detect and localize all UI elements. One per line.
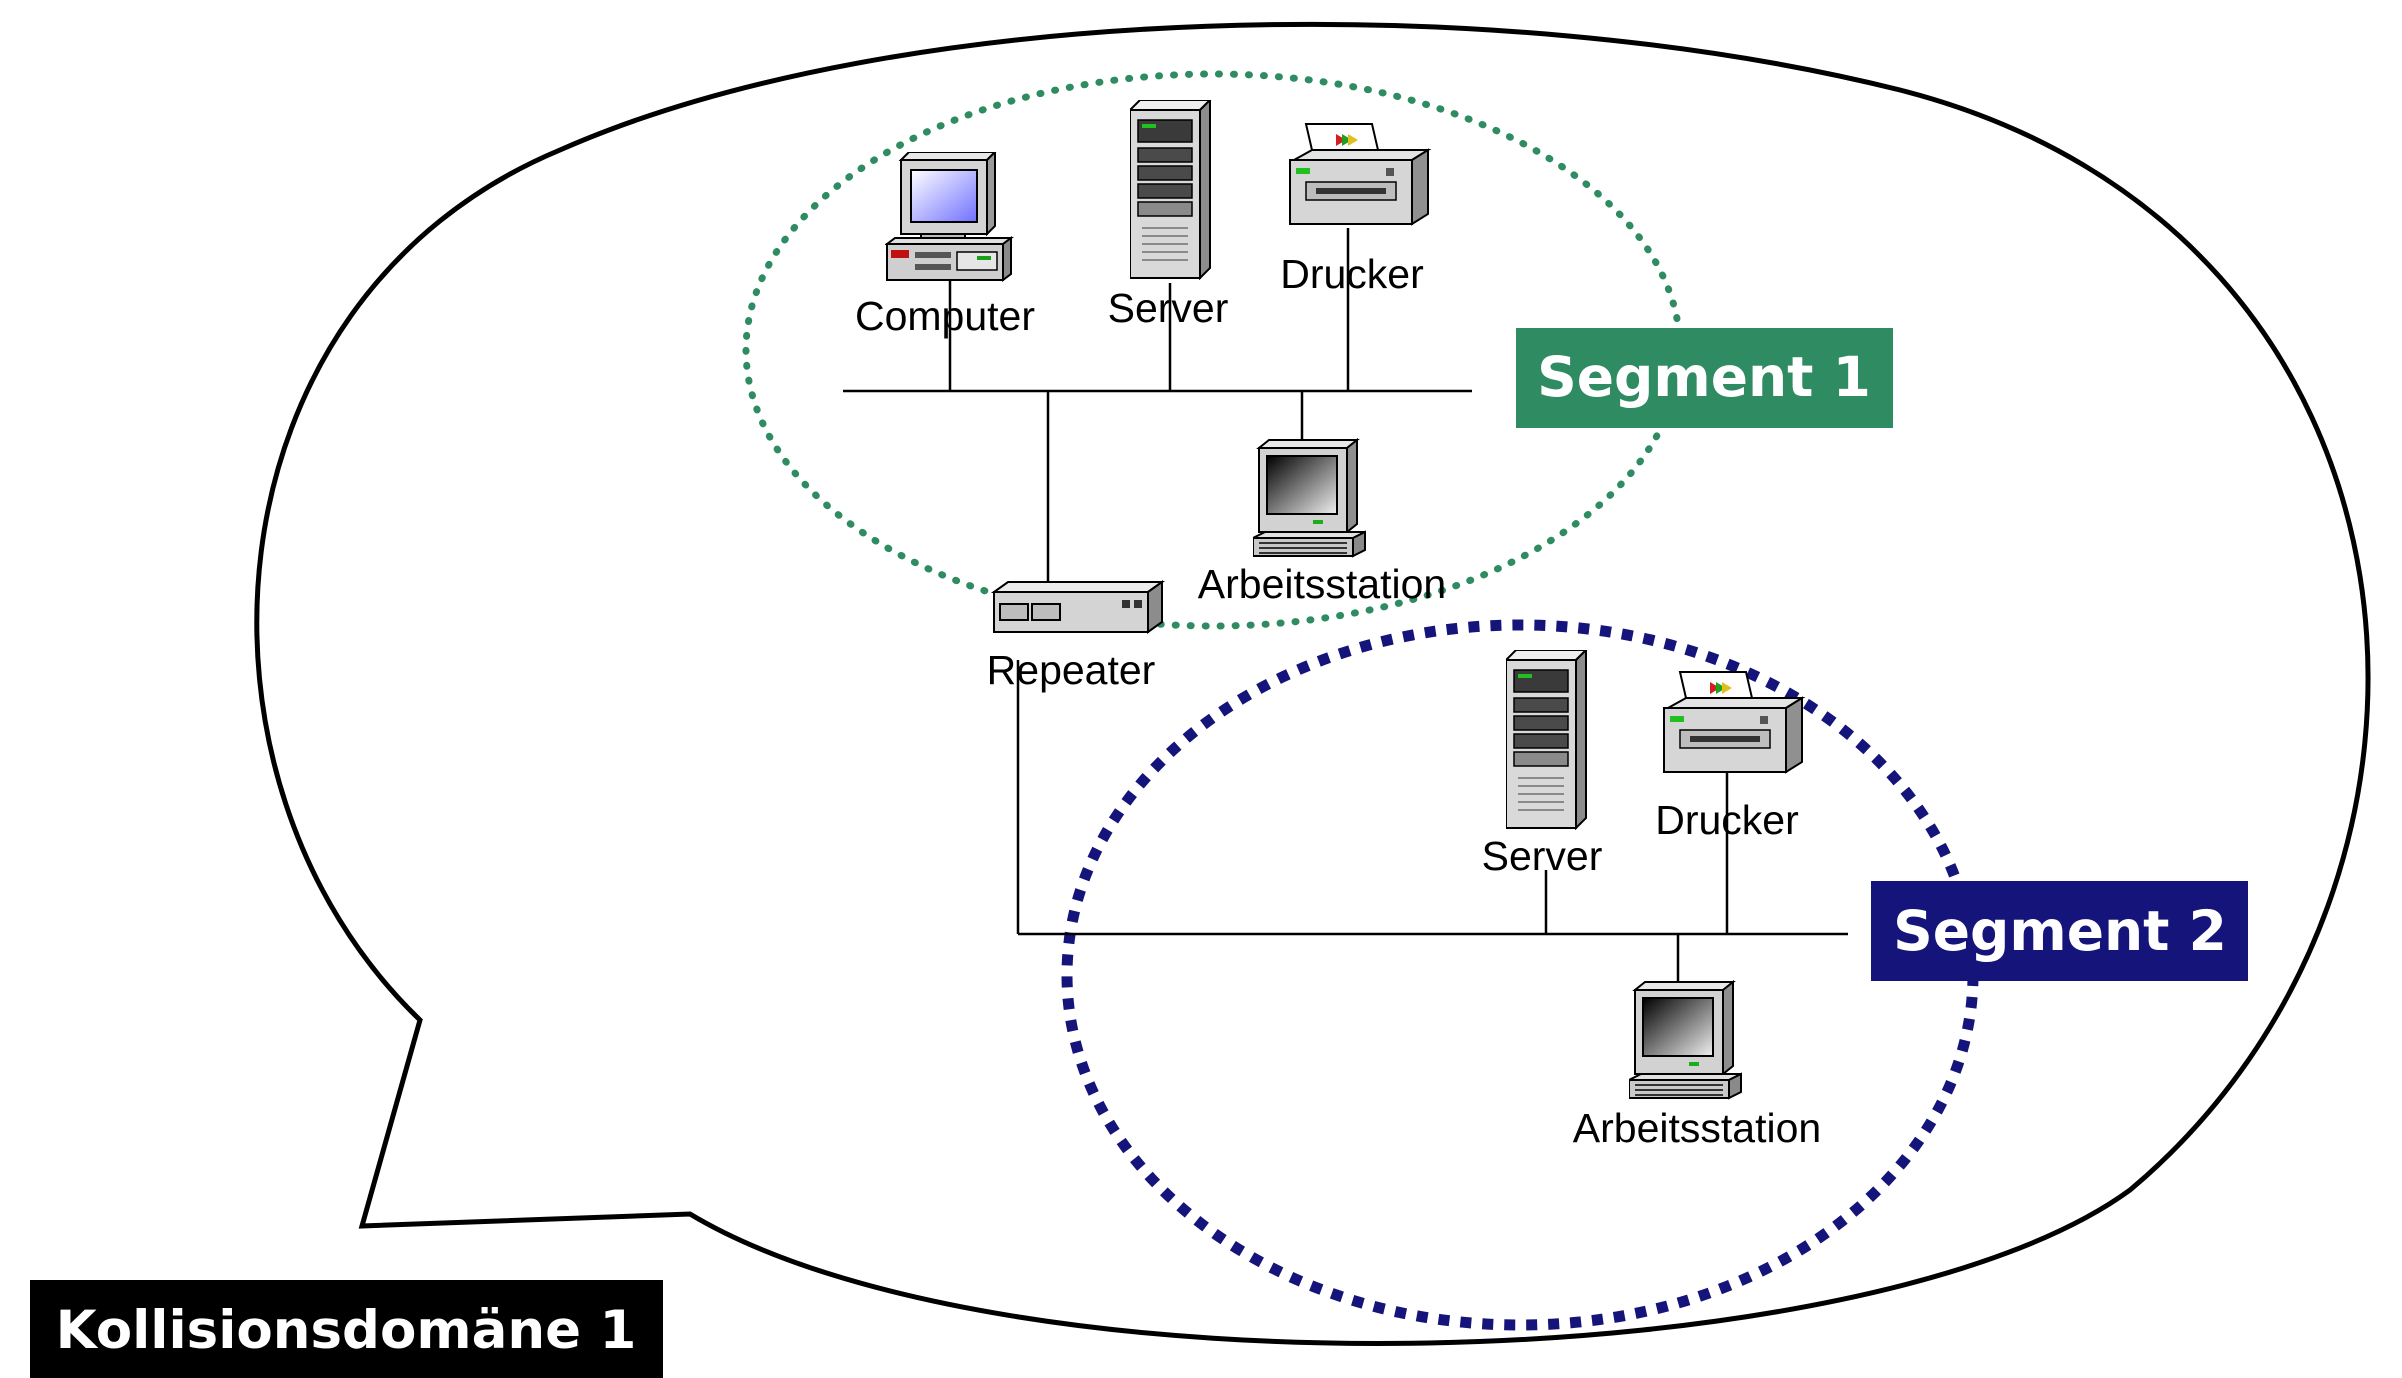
workstation-label: Arbeitsstation — [1573, 1105, 1821, 1151]
segment-1-title: Segment 1 — [1537, 345, 1871, 409]
server-label: Server — [1108, 285, 1229, 331]
workstation-icon — [1253, 439, 1366, 557]
segment-2-title: Segment 2 — [1893, 899, 2227, 963]
segment-1-tag: Segment 1 — [1516, 328, 1893, 428]
server-icon — [1130, 100, 1211, 279]
repeater-icon — [993, 581, 1163, 633]
workstation-label: Arbeitsstation — [1198, 561, 1446, 607]
computer-icon — [886, 152, 1012, 281]
collision-domain-title: Kollisionsdomäne 1 — [56, 1300, 637, 1361]
collision-domain-bubble — [254, 21, 2371, 1346]
repeater-label: Repeater — [987, 647, 1156, 693]
printer-label: Drucker — [1280, 251, 1424, 297]
computer-label: Computer — [855, 293, 1035, 339]
server-icon — [1506, 650, 1587, 829]
printer-icon — [1289, 123, 1429, 225]
workstation-icon — [1629, 981, 1742, 1099]
segment-2-network-lines — [1016, 660, 1848, 982]
segment-2-tag: Segment 2 — [1871, 881, 2248, 981]
printer-label: Drucker — [1655, 797, 1799, 843]
server-label: Server — [1482, 833, 1603, 879]
collision-domain-tag: Kollisionsdomäne 1 — [30, 1280, 663, 1378]
segment-1-network-lines — [843, 228, 1472, 618]
printer-icon — [1663, 671, 1803, 773]
